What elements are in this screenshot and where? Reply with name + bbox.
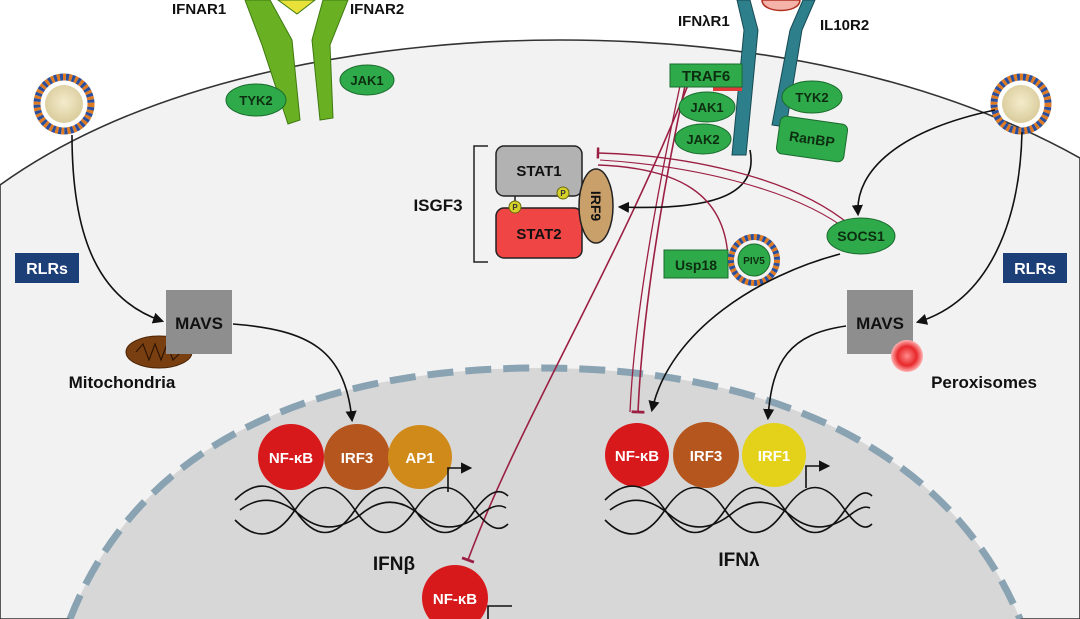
svg-text:NF-κB: NF-κB <box>615 448 659 465</box>
piv5-label: PIV5 <box>743 256 765 267</box>
nfkb-right <box>605 423 669 487</box>
tss-arrow-left <box>447 462 473 492</box>
piv5-virus <box>728 234 780 286</box>
jak1-right: JAK1 <box>690 100 723 115</box>
ifnar1-label: IFNAR1 <box>172 1 226 18</box>
mavs-right-label: MAVS <box>856 314 904 333</box>
irf9-ellipse <box>578 168 614 244</box>
rlrs-left-box <box>15 253 79 283</box>
inhibit-line-nfkb-right <box>631 71 689 414</box>
traf6-label: TRAF6 <box>682 68 730 85</box>
mavs-left-label: MAVS <box>175 314 223 333</box>
rlrs-right-box <box>1003 253 1067 283</box>
rlrs-left-label: RLRs <box>26 261 68 278</box>
phospho-stat1 <box>508 200 522 214</box>
peroxisomes-label: Peroxisomes <box>931 373 1037 392</box>
nfkb-bottom <box>422 565 488 619</box>
ifnlr1-label: IFNλR1 <box>678 13 730 30</box>
ranbp: RanBP <box>788 128 836 150</box>
mitochondria-label: Mitochondria <box>69 373 176 392</box>
tss-arrow-right <box>805 460 831 488</box>
irf1-right <box>742 423 806 487</box>
socs1-label: SOCS1 <box>837 228 885 244</box>
rlrs-right-label: RLRs <box>1014 261 1056 278</box>
svg-text:IRF3: IRF3 <box>341 450 374 467</box>
isgf3-label: ISGF3 <box>413 196 462 215</box>
arrow-socs1-to-nfkb-right <box>648 253 841 413</box>
ifnar2-label: IFNAR2 <box>350 1 404 18</box>
phospho-stat2 <box>556 186 570 200</box>
nuclear-envelope <box>66 364 1024 619</box>
arrow-receptor-to-isgf3 <box>617 149 752 213</box>
svg-text:AP1: AP1 <box>405 450 434 467</box>
irf3-right <box>673 422 739 488</box>
peroxisome <box>891 340 923 372</box>
tyk2-left: TYK2 <box>239 93 272 108</box>
usp18-box <box>663 249 729 279</box>
arrow-virus-to-socs1 <box>851 109 996 217</box>
inhibit-line-long <box>461 69 695 564</box>
svg-text:NF-κB: NF-κB <box>269 450 313 467</box>
stat1-label: STAT1 <box>516 163 561 180</box>
usp18-label: Usp18 <box>675 257 717 273</box>
gene-ifnl: IFNλ <box>718 550 760 571</box>
irf9-label: IRF9 <box>588 191 604 222</box>
svg-text:P: P <box>512 203 518 212</box>
svg-text:IRF1: IRF1 <box>758 448 791 465</box>
dna-left <box>234 485 509 535</box>
arrow-mavs-left-to-nucleus <box>232 323 357 423</box>
virus-left <box>33 73 95 135</box>
ifnar-receptor-complex <box>244 0 349 125</box>
socs1-ellipse <box>826 217 896 255</box>
inhibit-socs1-stat1 <box>596 147 851 226</box>
arrow-mavs-right-to-nucleus <box>763 325 847 421</box>
gene-ifnb: IFNβ <box>373 554 415 575</box>
jak1-left: JAK1 <box>350 73 383 88</box>
tyk2-right: TYK2 <box>795 90 828 105</box>
stat1-box <box>495 145 583 197</box>
arrow-virus-to-mavs-left <box>71 134 165 324</box>
mavs-left-box <box>166 290 232 354</box>
stat2-box <box>495 207 583 259</box>
isgf3-bracket <box>473 145 488 263</box>
virus-right <box>990 73 1052 135</box>
irf3-left <box>324 424 390 490</box>
jak2: JAK2 <box>686 132 719 147</box>
inhibit-usp18-stat1 <box>597 164 729 259</box>
arrow-virus-to-mavs-right <box>915 131 1023 325</box>
il10r2-label: IL10R2 <box>820 17 869 34</box>
ap1-left <box>388 425 452 489</box>
svg-text:IRF3: IRF3 <box>690 448 723 465</box>
nfkb-left <box>258 424 324 490</box>
tss-arrow-bottom <box>487 605 512 619</box>
svg-text:NF-κB: NF-κB <box>433 591 477 608</box>
dna-right <box>604 485 873 535</box>
traf6-box <box>669 63 743 88</box>
svg-text:P: P <box>560 189 566 198</box>
stat2-label: STAT2 <box>516 226 561 243</box>
